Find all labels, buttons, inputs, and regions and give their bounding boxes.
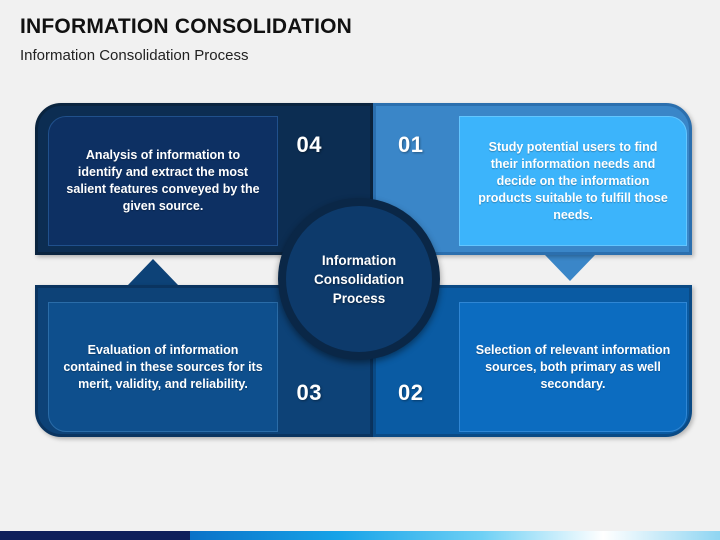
triangle-down-icon: [545, 255, 595, 281]
step-card-03-inner: Evaluation of information contained in t…: [48, 302, 278, 432]
step-number-02: 02: [398, 380, 424, 405]
step-card-03-shell: 03 Evaluation of information contained i…: [35, 285, 373, 437]
center-circle-label: Information Consolidation Process: [314, 252, 404, 306]
center-circle: Information Consolidation Process: [278, 198, 440, 360]
header: INFORMATION CONSOLIDATION Information Co…: [20, 14, 700, 66]
step-number-01: 01: [398, 132, 424, 157]
step-description-02: Selection of relevant information source…: [475, 342, 671, 391]
step-number-04: 04: [296, 132, 322, 157]
footer-accent-bar-dark: [0, 531, 190, 540]
step-description-03: Evaluation of information contained in t…: [63, 342, 263, 391]
step-card-04-shell: 04 Analysis of information to identify a…: [35, 103, 373, 255]
step-card-03[interactable]: 03 Evaluation of information contained i…: [35, 285, 373, 437]
step-number-03: 03: [296, 380, 322, 405]
step-card-02-inner: Selection of relevant information source…: [459, 302, 687, 432]
step-card-01[interactable]: 01 Study potential users to find their i…: [373, 103, 692, 255]
footer-accent-bar-gradient: [190, 531, 720, 540]
step-card-04[interactable]: 04 Analysis of information to identify a…: [35, 103, 373, 255]
page-subtitle: Information Consolidation Process: [20, 47, 249, 64]
triangle-up-icon: [128, 259, 178, 285]
step-card-01-shell: 01 Study potential users to find their i…: [373, 103, 692, 255]
step-card-04-inner: Analysis of information to identify and …: [48, 116, 278, 246]
page-title: INFORMATION CONSOLIDATION: [20, 15, 353, 38]
step-description-04: Analysis of information to identify and …: [66, 148, 260, 213]
footer-accent-bar: [0, 531, 720, 540]
step-card-01-inner: Study potential users to find their info…: [459, 116, 687, 246]
step-description-01: Study potential users to find their info…: [478, 139, 668, 222]
